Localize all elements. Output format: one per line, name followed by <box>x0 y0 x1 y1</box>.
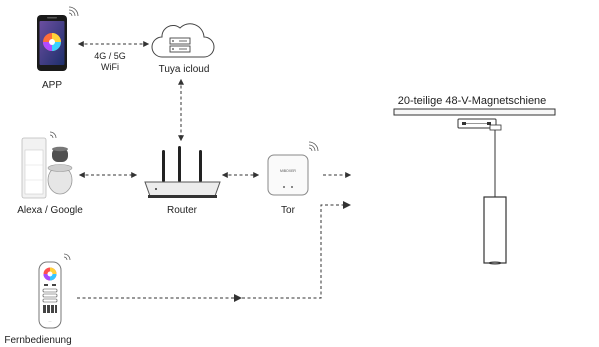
gateway-label: Tor <box>281 205 296 216</box>
wifi-signal-icon <box>63 253 71 261</box>
link-remote-rail <box>77 204 350 299</box>
svg-text:⋯: ⋯ <box>49 319 52 323</box>
network-label-line2: WiFi <box>101 62 119 72</box>
wifi-signal-icon <box>49 131 57 139</box>
network-label-line1: 4G / 5G <box>94 51 126 61</box>
magnetic-rail-icon <box>393 108 556 131</box>
speaker-label: Alexa / Google <box>17 205 83 216</box>
app-label: APP <box>42 80 62 91</box>
gateway-node: MiBOXER Tor <box>267 141 319 216</box>
pendant-light-icon <box>483 130 507 265</box>
cloud-label: Tuya icloud <box>159 64 210 75</box>
rail-label: 20-teilige 48-V-Magnetschiene <box>398 95 547 107</box>
remote-node: ⋯ Fernbedienung <box>4 253 72 346</box>
arrow-remote-midpoint <box>234 294 242 302</box>
remote-control-icon: ⋯ <box>38 261 62 329</box>
wifi-signal-icon <box>308 141 319 152</box>
remote-label: Fernbedienung <box>4 335 71 346</box>
router-icon <box>144 146 221 198</box>
smartphone-icon <box>37 15 67 71</box>
cloud-node: Tuya icloud <box>151 23 215 75</box>
app-node: APP <box>37 6 79 91</box>
router-node: Router <box>144 146 221 216</box>
connection-lines <box>77 41 352 302</box>
cloud-icon <box>151 23 215 58</box>
gateway-icon: MiBOXER <box>267 154 309 196</box>
router-label: Router <box>167 205 198 216</box>
smart-speaker-icon <box>21 137 73 199</box>
wifi-signal-icon <box>68 6 79 17</box>
speaker-node: Alexa / Google <box>17 131 83 216</box>
gateway-brand: MiBOXER <box>280 169 296 173</box>
rail-node: 20-teilige 48-V-Magnetschiene <box>393 95 556 265</box>
arrow-remote-end <box>343 201 351 209</box>
